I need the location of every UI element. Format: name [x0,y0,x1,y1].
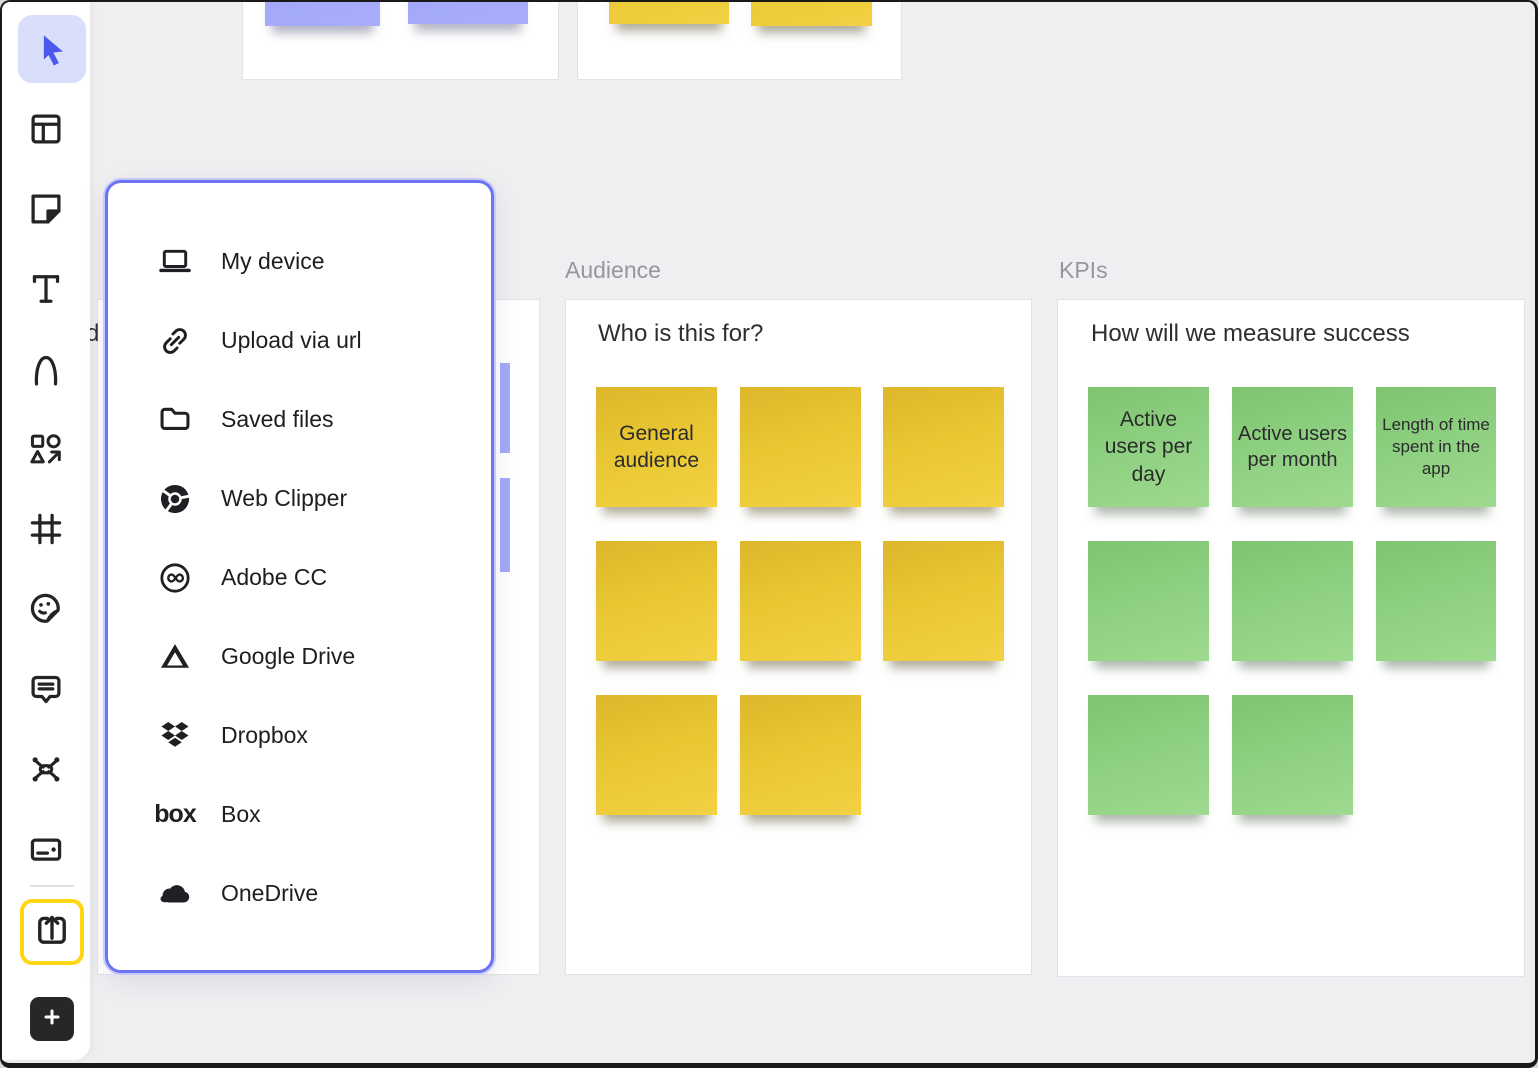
audience-card-title[interactable]: Who is this for? [598,320,764,347]
laptop-icon [156,243,194,281]
menu-item-upload-via-url[interactable]: Upload via url [108,301,491,380]
kpis-card[interactable]: How will we measure success Active users… [1057,299,1525,977]
templates-tool-button[interactable] [10,101,82,157]
sticky-note[interactable] [1088,541,1209,661]
text-tool-button[interactable] [10,261,82,317]
menu-item-label: Box [221,801,261,827]
card-tool-button[interactable] [10,821,82,877]
frame-tool-button[interactable] [10,501,82,557]
comment-icon [27,670,65,708]
adobe-cc-icon [156,559,194,597]
sticky-note[interactable] [408,2,528,24]
comment-tool-button[interactable] [10,661,82,717]
frame-label-kpis[interactable]: KPIs [1059,257,1108,283]
onedrive-icon [156,875,194,913]
frame-icon [27,510,65,548]
menu-item-dropbox[interactable]: Dropbox [108,696,491,775]
sticky-note[interactable]: General audience [596,387,717,507]
sticky-note-icon [27,190,65,228]
pen-tool-button[interactable] [10,341,82,397]
menu-item-label: Upload via url [221,327,362,353]
sticky-note[interactable] [1232,695,1353,815]
text-icon [27,270,65,308]
frame-label-audience[interactable]: Audience [565,257,661,283]
add-tools-button[interactable] [30,997,74,1041]
menu-item-adobe-cc[interactable]: Adobe CC [108,538,491,617]
dropbox-icon [156,717,194,755]
shapes-tool-button[interactable] [10,421,82,477]
toolbar-sidebar [2,2,90,1060]
chrome-icon [156,480,194,518]
menu-item-google-drive[interactable]: Google Drive [108,617,491,696]
sticky-note[interactable] [500,363,510,453]
pen-icon [27,350,65,388]
cursor-icon [33,30,71,68]
sticky-note[interactable] [596,695,717,815]
sticky-note-tool-button[interactable] [10,181,82,237]
sticky-note[interactable] [1088,695,1209,815]
plus-icon [38,1003,66,1036]
audience-card[interactable]: Who is this for? General audience [565,299,1032,975]
sticker-tool-button[interactable] [10,581,82,637]
sticky-note[interactable]: Length of time spent in the app [1376,387,1496,507]
upload-tool-button-highlighted[interactable] [20,899,84,965]
menu-item-label: Google Drive [221,643,356,669]
google-drive-icon [156,638,194,676]
partial-card-top-right[interactable] [577,2,902,80]
sticky-note[interactable] [751,2,872,26]
upload-menu-popup: My device Upload via url Saved files [105,180,494,973]
sticky-note[interactable] [883,387,1004,507]
menu-item-saved-files[interactable]: Saved files [108,380,491,459]
sticky-note[interactable] [1376,541,1496,661]
connector-icon [27,750,65,788]
box-logo-icon: box [154,800,196,828]
sticky-note[interactable] [740,695,861,815]
folder-icon [156,401,194,439]
sticky-note[interactable] [265,2,380,26]
upload-icon [33,911,71,954]
sticky-note[interactable] [609,2,729,24]
menu-item-onedrive[interactable]: OneDrive [108,854,491,933]
sticky-note[interactable]: Active users per day [1088,387,1209,507]
partial-card-top-left[interactable] [242,2,559,80]
menu-item-label: My device [221,248,325,274]
select-tool-button[interactable] [18,15,86,83]
menu-item-label: Web Clipper [221,485,348,511]
menu-item-web-clipper[interactable]: Web Clipper [108,459,491,538]
sticky-note[interactable]: Active users per month [1232,387,1353,507]
sticky-note[interactable] [596,541,717,661]
sticky-note[interactable] [740,387,861,507]
sticky-note[interactable] [740,541,861,661]
shapes-icon [27,430,65,468]
sticky-note[interactable] [500,478,510,572]
menu-item-my-device[interactable]: My device [108,222,491,301]
sidebar-divider [30,885,74,887]
card-icon [27,830,65,868]
link-icon [156,322,194,360]
menu-item-label: Saved files [221,406,334,432]
connector-tool-button[interactable] [10,741,82,797]
sticky-note[interactable] [1232,541,1353,661]
templates-icon [27,110,65,148]
menu-item-label: Dropbox [221,722,308,748]
kpis-card-title[interactable]: How will we measure success [1091,320,1410,347]
menu-item-label: Adobe CC [221,564,328,590]
menu-item-label: OneDrive [221,880,319,906]
menu-item-box[interactable]: box Box [108,775,491,854]
sticky-note[interactable] [883,541,1004,661]
sticker-icon [27,590,65,628]
